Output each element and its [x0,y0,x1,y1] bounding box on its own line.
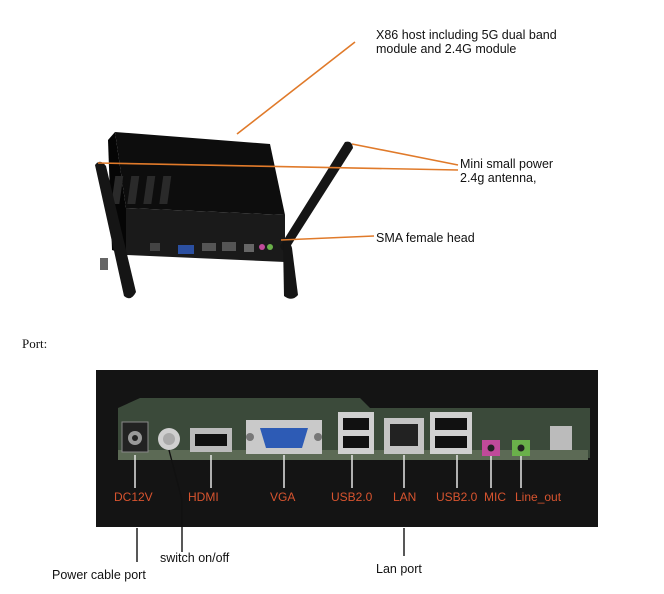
vga-port [246,420,322,454]
right-antenna-back [280,141,353,251]
usb-left-stack [338,412,374,454]
antenna-callout-line1: Mini small power [460,157,554,171]
lan-port-callout: Lan port [376,562,422,576]
mini-pc-case-top [115,132,285,215]
mic-jack [482,440,500,456]
left-connector [100,258,108,270]
leader-lines-top [97,41,459,241]
front-ports [150,242,273,254]
switch-callout: switch on/off [160,551,230,565]
right-antenna-front [283,241,298,299]
power-switch [158,428,180,450]
lan-jack [384,418,424,454]
usb-right-stack [430,412,472,454]
line-out-jack [512,440,530,456]
dc-jack [121,421,149,453]
board-edge [118,450,588,460]
board-component [550,426,572,450]
panel-leader-lines [134,455,522,488]
power-cable-callout: Power cable port [52,568,146,582]
left-antenna [95,161,136,299]
bottom-leader-lines [136,449,405,562]
port-heading: Port: [22,336,48,351]
antenna-callout-line2: 2.4g antenna, [460,171,537,185]
sma-callout: SMA female head [376,231,475,245]
host-callout: X86 host including 5G dual band module a… [376,28,557,56]
hdmi-port [190,428,232,452]
vent-slots [111,176,172,204]
